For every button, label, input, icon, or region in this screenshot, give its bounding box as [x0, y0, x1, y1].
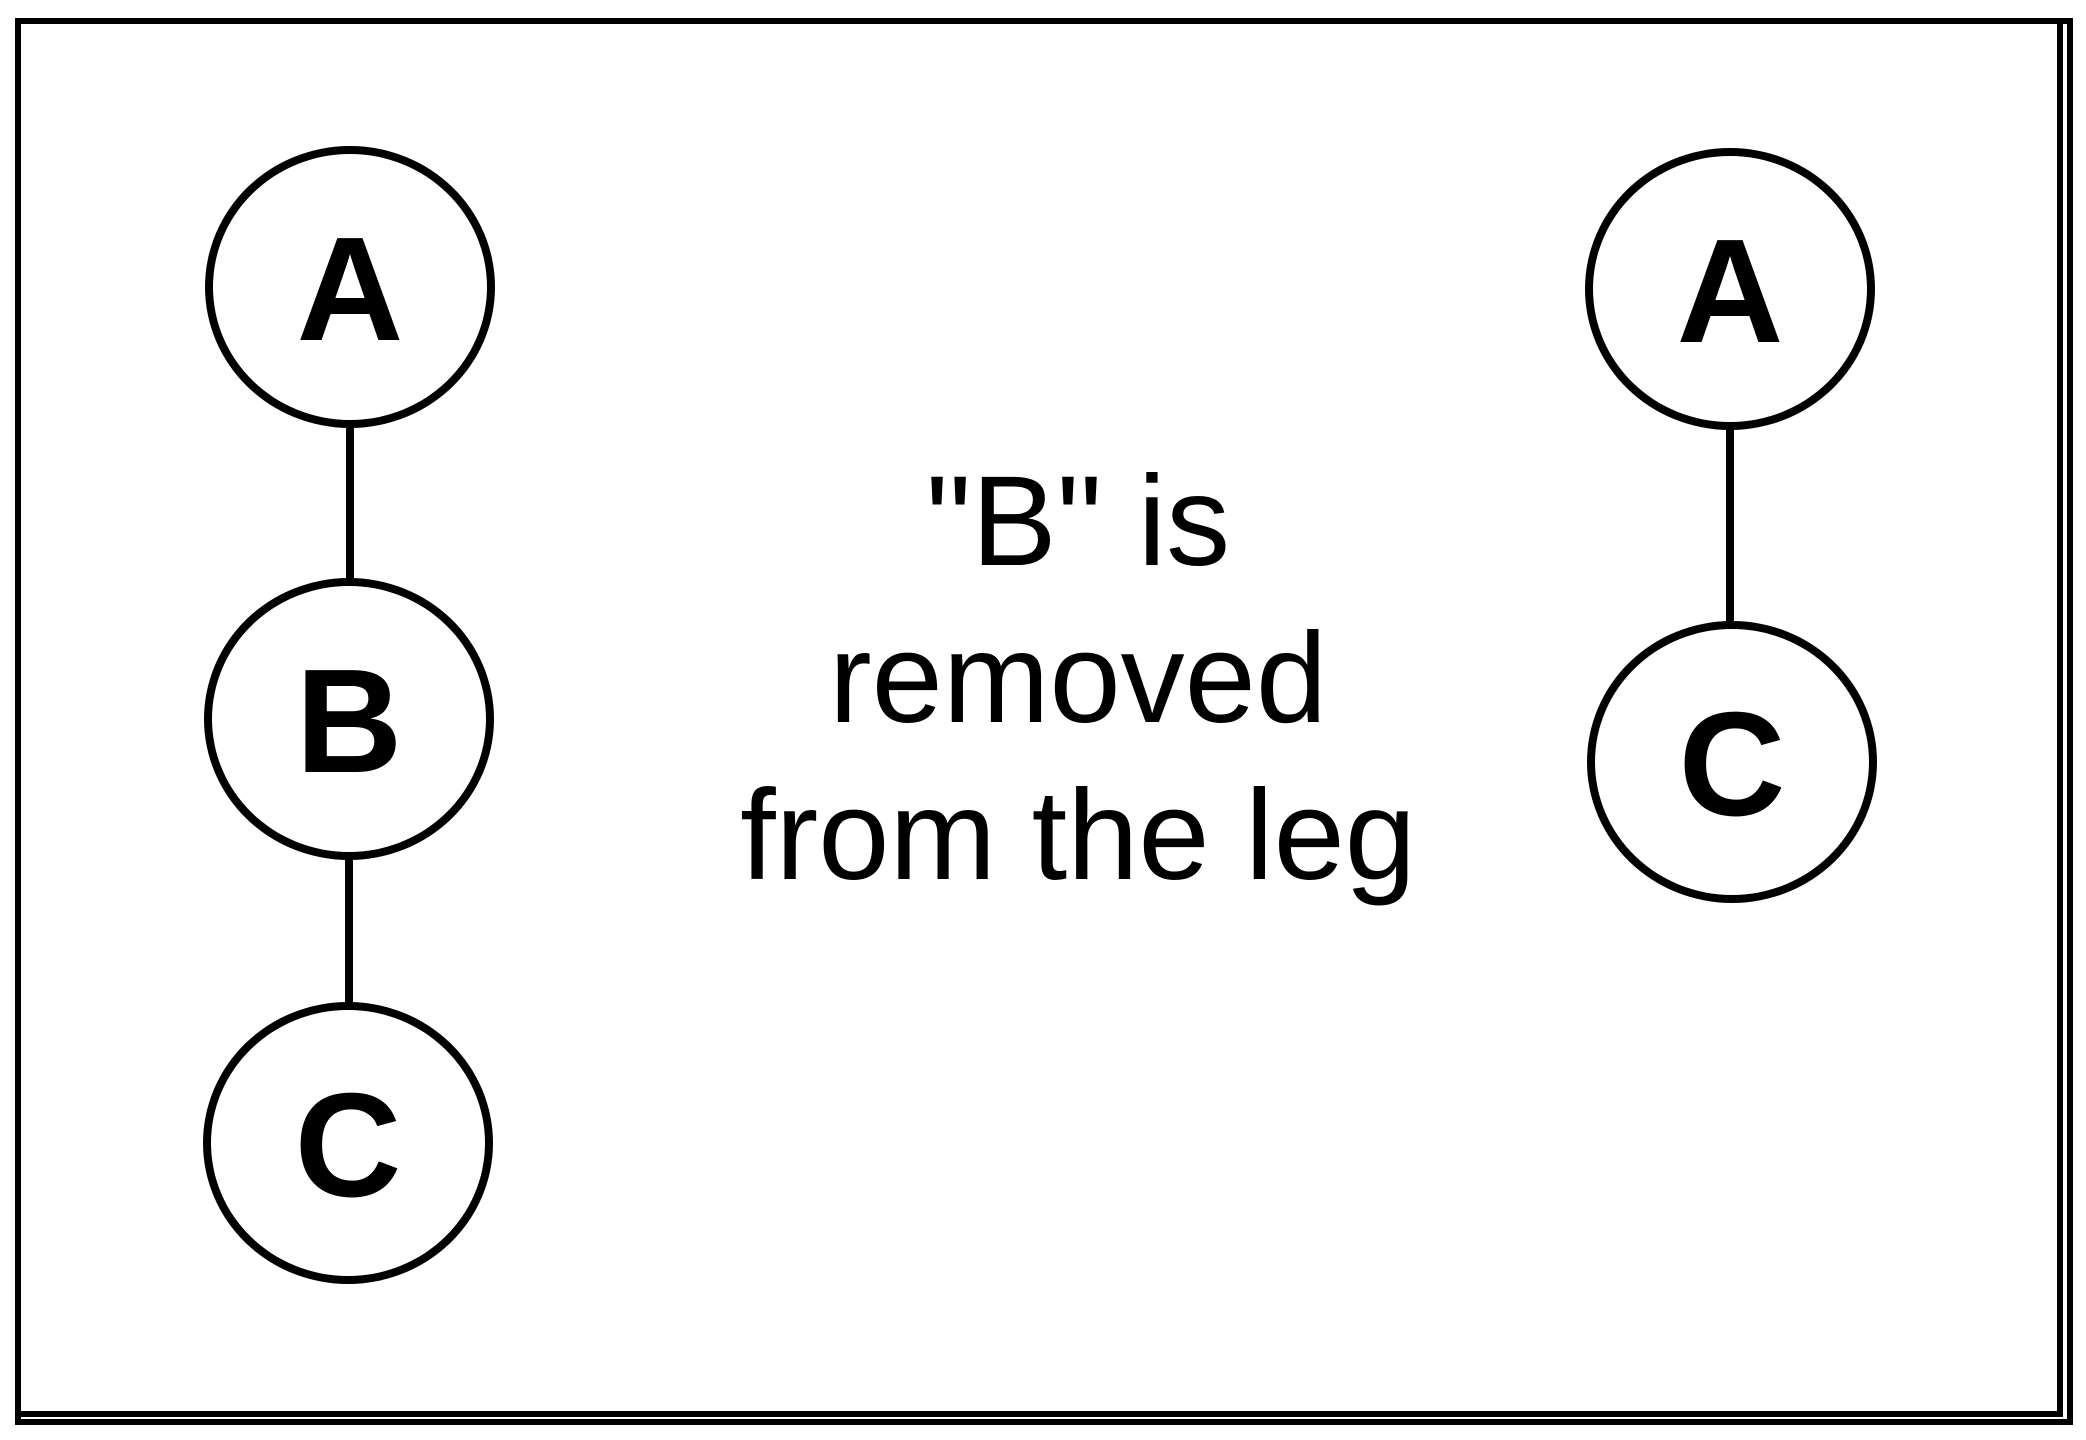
edge-a-to-b [346, 424, 354, 582]
inner-border-frame [15, 18, 2073, 1425]
left-tree-node-b: B [204, 578, 494, 860]
left-tree-node-a: A [205, 146, 495, 428]
left-tree-node-c: C [203, 1002, 493, 1284]
right-tree-node-a: A [1585, 148, 1875, 430]
right-tree-node-c: C [1587, 621, 1877, 903]
edge-b-to-c [345, 857, 353, 1007]
edge-a-to-c [1726, 427, 1734, 625]
caption-text: "B" is removed from the leg [740, 450, 1416, 907]
